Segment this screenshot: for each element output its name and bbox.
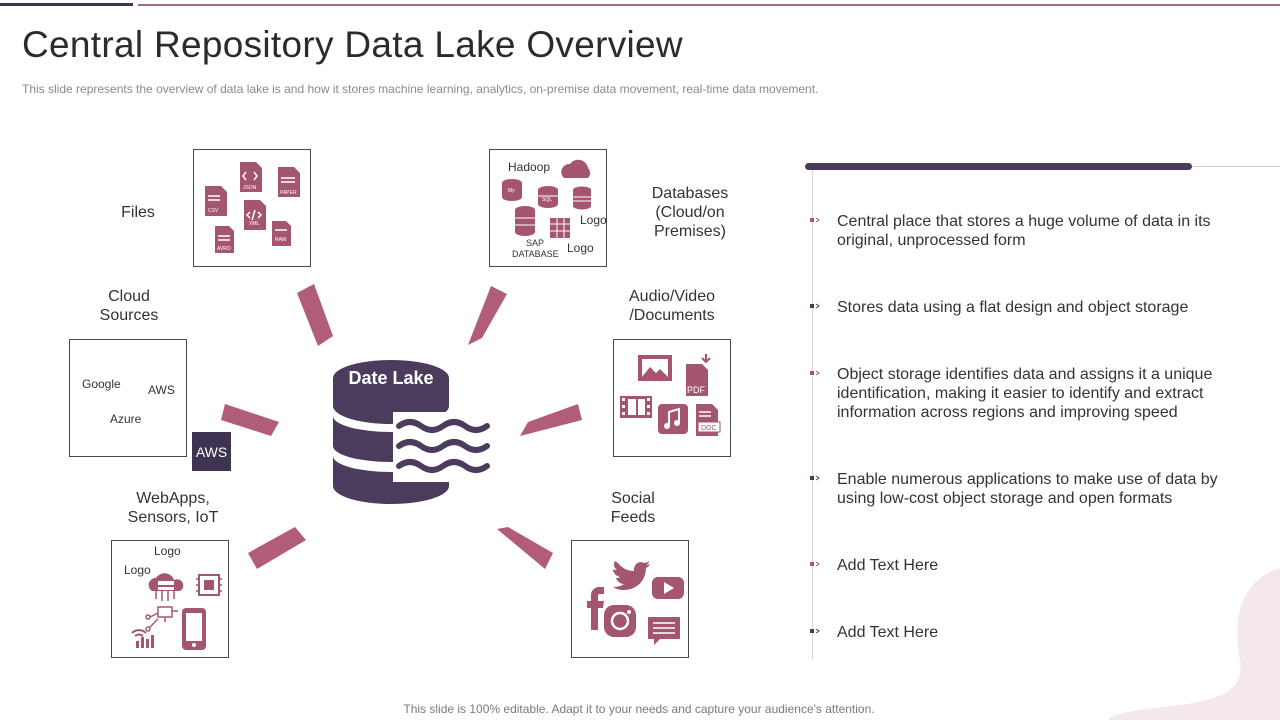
webapps-label: WebApps, Sensors, IoT <box>127 490 219 526</box>
bullet-arrow-icon <box>810 370 820 376</box>
image-icon <box>638 355 672 381</box>
webapps-box: Logo Logo <box>111 540 229 658</box>
doc-icon: DOC <box>696 404 721 436</box>
point-text: Add Text Here <box>837 624 939 641</box>
twitter-icon <box>613 561 650 590</box>
files-label: Files <box>121 204 155 221</box>
wifi-icon <box>131 629 147 637</box>
music-icon <box>658 404 688 434</box>
svg-text:CSV: CSV <box>208 208 219 214</box>
panel-header-line <box>1192 166 1280 167</box>
svg-text:My: My <box>508 188 515 194</box>
logo-placeholder: Logo <box>567 241 594 255</box>
logo-placeholder: Logo <box>154 544 181 558</box>
instagram-icon <box>604 605 636 637</box>
arrow-media <box>520 404 582 436</box>
hadoop-label: Hadoop <box>508 160 551 174</box>
page-subtitle: This slide represents the overview of da… <box>22 82 819 96</box>
sap-label: SAP <box>526 238 545 248</box>
logo-placeholder: Logo <box>580 213 607 227</box>
arrow-databases <box>468 286 507 345</box>
chip-icon <box>196 574 222 596</box>
cloud-sources-label: Cloud Sources <box>99 288 159 324</box>
google-label: Google <box>82 377 121 391</box>
files-box: CSV JSON PAPER XML RAW AVRO <box>193 149 311 267</box>
svg-text:SQL: SQL <box>542 197 552 203</box>
logo-placeholder: Logo <box>124 563 151 577</box>
top-accent-line <box>138 4 1280 6</box>
arrow-cloud <box>221 404 279 436</box>
network-icon <box>145 606 178 632</box>
film-icon <box>620 396 652 418</box>
top-accent-bar <box>0 3 133 6</box>
panel-header-bar <box>805 163 1192 170</box>
svg-text:PAPER: PAPER <box>280 190 297 196</box>
point-text: Object storage identifies data and assig… <box>837 366 1213 421</box>
point-text: Stores data using a flat design and obje… <box>837 299 1189 316</box>
smartphone-icon <box>182 608 206 650</box>
bullet-arrow-icon <box>810 475 820 481</box>
azure-label: Azure <box>110 412 142 426</box>
svg-text:AVRO: AVRO <box>217 246 231 252</box>
arrow-files <box>297 284 333 346</box>
media-box: PDF DOC <box>613 339 731 457</box>
panel-timeline-line <box>812 170 813 660</box>
svg-text:PDF: PDF <box>687 385 706 395</box>
svg-text:DOC: DOC <box>701 425 717 432</box>
raw-file-icon <box>272 221 291 246</box>
data-lake-waves <box>393 412 491 482</box>
facebook-icon <box>587 587 604 630</box>
aws-label: AWS <box>148 383 175 397</box>
aws-badge: AWS <box>192 432 231 471</box>
pdf-icon: PDF <box>686 354 711 396</box>
json-file-icon <box>240 162 262 192</box>
arrow-social <box>497 527 553 569</box>
page-title: Central Repository Data Lake Overview <box>22 24 683 65</box>
bullet-arrow-icon <box>810 303 820 309</box>
youtube-icon <box>652 577 684 599</box>
data-lake-label: Date Lake <box>348 368 434 388</box>
bullet-arrow-icon <box>810 628 820 634</box>
arrow-webapps <box>248 527 306 569</box>
media-label: Audio/Video /Documents <box>629 288 715 324</box>
cloud-db-icon <box>561 159 591 178</box>
databases-box: Hadoop My SQL Logo Logo SAP DATABASE <box>489 149 607 267</box>
social-feeds-label: Social Feeds <box>610 490 656 526</box>
bullet-arrow-icon <box>810 561 820 567</box>
point-text: Enable numerous applications to make use… <box>837 471 1218 507</box>
sap-database-label: DATABASE <box>512 249 559 259</box>
point-text: Add Text Here <box>837 557 939 574</box>
bullet-arrow-icon <box>810 217 820 223</box>
point-text: Central place that stores a huge volume … <box>837 213 1211 249</box>
svg-text:RAW: RAW <box>275 237 287 243</box>
social-feeds-box <box>571 540 689 658</box>
footer-note: This slide is 100% editable. Adapt it to… <box>403 702 875 716</box>
xml-file-icon <box>244 200 266 230</box>
cube-icon <box>550 218 570 238</box>
databases-label: Databases (Cloud/on Premises) <box>651 185 729 240</box>
cloud-sources-box: Google AWS Azure <box>69 339 187 457</box>
chat-icon <box>648 617 680 645</box>
svg-text:XML: XML <box>249 221 260 227</box>
svg-text:JSON: JSON <box>243 185 257 191</box>
cloud-server-icon <box>148 573 184 601</box>
csv-file-icon <box>205 186 227 216</box>
bar-chart-icon <box>136 635 154 648</box>
